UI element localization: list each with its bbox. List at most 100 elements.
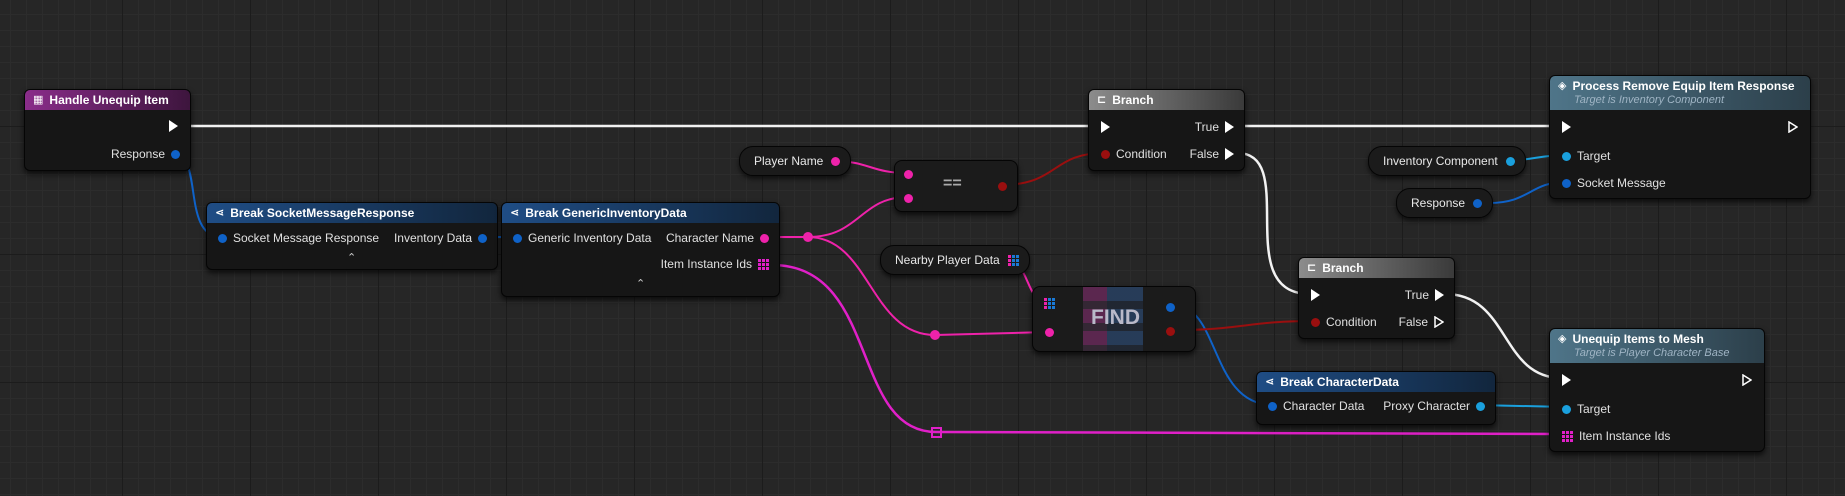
exec-wire-true-unequip	[1444, 292, 1563, 380]
reroute-knot-find	[930, 330, 940, 340]
equals-input-b-pin[interactable]	[904, 194, 913, 203]
unequip-items-target-pin[interactable]	[1562, 404, 1571, 414]
generic-inventory-data-label: Generic Inventory Data	[528, 231, 652, 245]
branch-2-false-pin[interactable]	[1434, 316, 1444, 328]
break-struct-icon: ⋖	[1265, 376, 1275, 388]
nearby-player-data-label: Nearby Player Data	[895, 253, 1000, 267]
find-key-input-pin[interactable]	[1045, 328, 1054, 337]
handle-unequip-item-header[interactable]: ▦ Handle Unequip Item	[25, 90, 190, 110]
branch-2-exec-in-pin[interactable]	[1311, 289, 1320, 301]
break-character-header[interactable]: ⋖ Break CharacterData	[1257, 372, 1495, 392]
player-name-variable[interactable]: Player Name	[739, 146, 852, 176]
branch-1-false-label: False	[1189, 147, 1219, 161]
break-inventory-title: Break GenericInventoryData	[525, 206, 687, 220]
find-label: FIND	[1091, 306, 1140, 329]
inventory-data-label: Inventory Data	[393, 231, 472, 245]
inventory-component-label: Inventory Component	[1383, 154, 1498, 168]
player-name-label: Player Name	[754, 154, 824, 168]
unequip-items-exec-in-pin[interactable]	[1562, 374, 1571, 386]
item-instance-ids-array-pin[interactable]	[758, 258, 769, 270]
equals-node[interactable]: ==	[894, 160, 1018, 212]
process-remove-target-row: Target	[1562, 149, 1610, 163]
character-name-pin[interactable]	[760, 233, 769, 243]
unequip-items-header[interactable]: ◈ Unequip Items to Mesh Target is Player…	[1550, 329, 1764, 363]
unequip-items-exec-out-pin[interactable]	[1742, 374, 1752, 386]
nearby-player-data-variable[interactable]: Nearby Player Data	[880, 245, 1030, 275]
find-node-pattern-2	[1107, 287, 1143, 351]
branch-1-header[interactable]: ⊏ Branch	[1089, 90, 1244, 110]
branch-2-true-row: True	[1405, 288, 1444, 302]
find-found-output-pin[interactable]	[1166, 327, 1175, 336]
character-name-output-row: Character Name	[666, 231, 769, 245]
branch-1-condition-pin[interactable]	[1101, 149, 1110, 159]
process-remove-exec-out-pin[interactable]	[1788, 121, 1798, 133]
branch-1-false-pin[interactable]	[1225, 148, 1234, 160]
response-variable[interactable]: Response	[1396, 188, 1494, 218]
break-socket-header[interactable]: ⋖ Break SocketMessageResponse	[207, 203, 497, 223]
response-output-row: Response	[111, 147, 180, 161]
branch-1-true-row: True	[1195, 120, 1234, 134]
break-inventory-header[interactable]: ⋖ Break GenericInventoryData	[502, 203, 779, 223]
function-diamond-icon: ◈	[1558, 333, 1567, 345]
inventory-data-pin[interactable]	[478, 233, 487, 243]
find-value-output-pin[interactable]	[1166, 303, 1175, 312]
reroute-knot-array	[931, 427, 942, 438]
branch-1-title: Branch	[1112, 93, 1154, 107]
handle-unequip-item-node[interactable]: ▦ Handle Unequip Item Response	[24, 89, 191, 171]
unequip-items-subtitle: Target is Player Character Base	[1574, 347, 1730, 359]
generic-inventory-data-pin[interactable]	[513, 233, 522, 243]
equals-output-pin[interactable]	[998, 182, 1007, 191]
process-remove-exec-in-pin[interactable]	[1562, 121, 1571, 133]
inventory-component-pin[interactable]	[1505, 156, 1515, 166]
unequip-items-to-mesh-node[interactable]: ◈ Unequip Items to Mesh Target is Player…	[1549, 328, 1765, 452]
response-pin[interactable]	[171, 149, 180, 159]
function-icon: ▦	[33, 94, 44, 106]
branch-node-2[interactable]: ⊏ Branch True Condition False	[1298, 257, 1455, 339]
process-remove-socket-pin[interactable]	[1562, 178, 1571, 188]
branch-icon: ⊏	[1307, 262, 1317, 274]
equals-input-a-pin[interactable]	[904, 170, 913, 179]
branch-2-condition-label: Condition	[1326, 315, 1377, 329]
find-node-pattern	[1083, 287, 1107, 351]
unequip-items-target-label: Target	[1577, 402, 1611, 416]
break-generic-inventory-data-node[interactable]: ⋖ Break GenericInventoryData Generic Inv…	[501, 202, 780, 297]
process-remove-header[interactable]: ◈ Process Remove Equip Item Response Tar…	[1550, 76, 1810, 110]
collapse-caret-icon[interactable]: ⌃	[636, 278, 646, 290]
break-socket-title: Break SocketMessageResponse	[230, 206, 415, 220]
break-character-title: Break CharacterData	[1280, 375, 1399, 389]
find-array-input-pin[interactable]	[1044, 298, 1055, 309]
process-remove-socket-label: Socket Message	[1577, 176, 1666, 190]
response-label: Response	[110, 147, 165, 161]
character-data-pin[interactable]	[1268, 401, 1277, 411]
exec-out-pin[interactable]	[169, 120, 178, 132]
character-data-input-row: Character Data	[1268, 399, 1364, 413]
unequip-items-target-row: Target	[1562, 402, 1610, 416]
socket-message-response-pin[interactable]	[218, 233, 227, 243]
branch-node-1[interactable]: ⊏ Branch True Condition False	[1088, 89, 1245, 171]
process-remove-target-pin[interactable]	[1562, 151, 1571, 161]
branch-2-false-label: False	[1398, 315, 1428, 329]
branch-1-true-label: True	[1194, 120, 1219, 134]
process-remove-equip-item-response-node[interactable]: ◈ Process Remove Equip Item Response Tar…	[1549, 75, 1811, 199]
branch-1-true-pin[interactable]	[1225, 121, 1234, 133]
branch-2-true-pin[interactable]	[1435, 289, 1444, 301]
nearby-player-data-array-pin[interactable]	[1007, 254, 1019, 266]
proxy-character-pin[interactable]	[1476, 401, 1485, 411]
break-socket-message-response-node[interactable]: ⋖ Break SocketMessageResponse Socket Mes…	[206, 202, 498, 270]
inventory-component-variable[interactable]: Inventory Component	[1368, 146, 1526, 176]
break-struct-icon: ⋖	[510, 207, 520, 219]
branch-2-header[interactable]: ⊏ Branch	[1299, 258, 1454, 278]
unequip-items-ids-array-pin[interactable]	[1562, 430, 1573, 442]
unequip-items-title: Unequip Items to Mesh	[1572, 332, 1704, 346]
inventory-data-output-row: Inventory Data	[394, 231, 487, 245]
branch-2-condition-pin[interactable]	[1311, 317, 1320, 327]
player-name-pin[interactable]	[831, 156, 841, 166]
find-node[interactable]: FIND	[1032, 286, 1196, 352]
proxy-character-output-row: Proxy Character	[1383, 399, 1485, 413]
character-name-label: Character Name	[665, 231, 754, 245]
response-variable-pin[interactable]	[1473, 198, 1483, 208]
break-character-data-node[interactable]: ⋖ Break CharacterData Character Data Pro…	[1256, 371, 1496, 425]
collapse-caret-icon[interactable]: ⌃	[347, 252, 357, 264]
item-instance-ids-label: Item Instance Ids	[660, 257, 752, 271]
branch-1-exec-in-pin[interactable]	[1101, 121, 1110, 133]
